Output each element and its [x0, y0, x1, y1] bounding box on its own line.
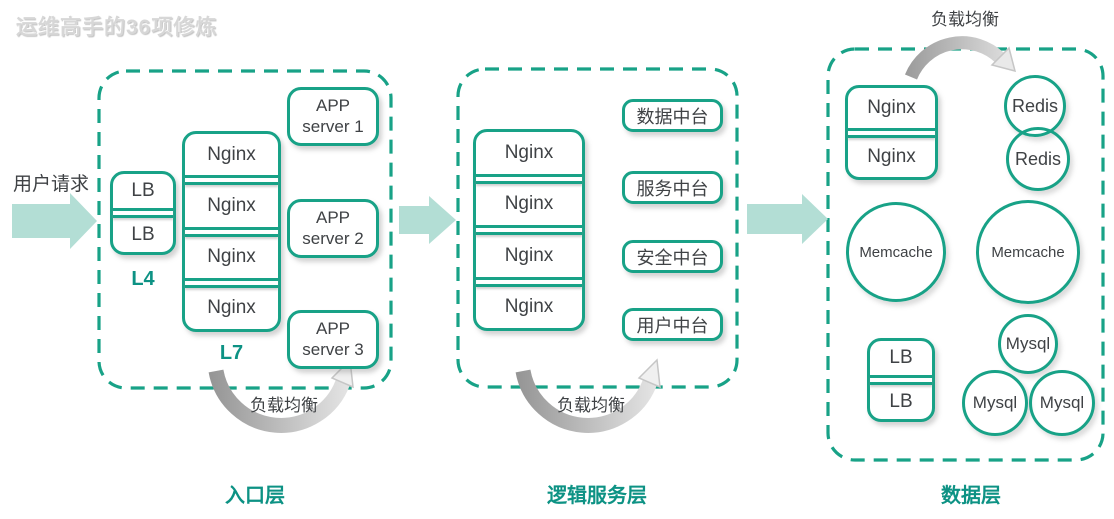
- app-server-2-node: APP server 2: [287, 199, 379, 258]
- platform-user-node: 用户中台: [622, 308, 723, 341]
- data-layer-title: 数据层: [941, 485, 1001, 507]
- stack-divider: [476, 173, 582, 184]
- app-server-line: server 2: [302, 228, 364, 248]
- load-balance-arc-logic: [515, 369, 658, 433]
- entry-nginx-stack: Nginx Nginx Nginx Nginx: [182, 131, 281, 332]
- data-load-balance-label: 负载均衡: [931, 10, 999, 29]
- entry-layer-border: [97, 69, 393, 390]
- watermark-text: 运维高手的36项修炼: [16, 16, 218, 39]
- redis-node: Redis: [1006, 127, 1070, 191]
- l4-label: L4: [131, 268, 155, 290]
- app-server-1-node: APP server 1: [287, 87, 379, 146]
- logic-load-balance-label: 负载均衡: [557, 396, 625, 415]
- app-server-3-node: APP server 3: [287, 310, 379, 369]
- nginx-node: Nginx: [504, 193, 554, 215]
- lb-node: LB: [131, 224, 155, 245]
- load-balance-arc-logic-arrowhead: [637, 358, 661, 389]
- flow-arrow-user-to-entry: [12, 193, 97, 249]
- stack-divider: [848, 127, 935, 138]
- stack-divider: [476, 276, 582, 287]
- logic-nginx-stack: Nginx Nginx Nginx Nginx: [473, 129, 585, 331]
- logic-layer-title: 逻辑服务层: [547, 485, 647, 507]
- memcache-node: Memcache: [846, 202, 946, 302]
- mysql-node: Mysql: [1029, 370, 1095, 436]
- app-server-line: APP: [315, 319, 351, 339]
- nginx-node: Nginx: [867, 96, 916, 118]
- nginx-node: Nginx: [504, 244, 554, 266]
- nginx-node: Nginx: [207, 194, 256, 216]
- platform-security-node: 安全中台: [622, 240, 723, 273]
- data-nginx-stack: Nginx Nginx: [845, 85, 938, 180]
- mysql-node: Mysql: [998, 314, 1058, 374]
- lb-node: LB: [889, 391, 913, 412]
- load-balance-arc-data-arrowhead: [990, 46, 1017, 73]
- lb-node: LB: [889, 347, 913, 368]
- entry-lb-stack: LB LB: [110, 171, 176, 255]
- nginx-node: Nginx: [207, 246, 256, 268]
- load-balance-arc-data: [904, 36, 1005, 80]
- app-server-line: APP: [315, 208, 351, 228]
- stack-divider: [185, 277, 278, 288]
- stack-divider: [870, 375, 932, 385]
- data-lb-stack: LB LB: [867, 338, 935, 422]
- flow-arrow-logic-to-data: [747, 194, 828, 244]
- entry-load-balance-label: 负载均衡: [250, 396, 318, 415]
- nginx-node: Nginx: [867, 146, 916, 168]
- entry-layer-title: 入口层: [225, 485, 285, 507]
- nginx-node: Nginx: [207, 143, 256, 165]
- lb-node: LB: [131, 180, 155, 201]
- flow-arrow-entry-to-logic: [399, 196, 456, 244]
- stack-divider: [185, 226, 278, 237]
- nginx-node: Nginx: [207, 297, 256, 319]
- memcache-node: Memcache: [976, 200, 1080, 304]
- app-server-line: APP: [315, 96, 351, 116]
- app-server-line: server 1: [302, 116, 364, 136]
- load-balance-arc-entry: [208, 369, 351, 433]
- stack-divider: [113, 208, 173, 218]
- stack-divider: [185, 175, 278, 186]
- data-layer-border: [826, 47, 1105, 462]
- nginx-node: Nginx: [504, 296, 554, 318]
- app-server-line: server 3: [302, 339, 364, 359]
- l7-label: L7: [219, 342, 244, 364]
- stack-divider: [476, 225, 582, 235]
- user-request-label: 用户请求: [12, 174, 89, 195]
- platform-data-node: 数据中台: [622, 99, 723, 132]
- mysql-node: Mysql: [962, 370, 1028, 436]
- logic-layer-border: [456, 67, 739, 389]
- nginx-node: Nginx: [504, 141, 554, 163]
- platform-service-node: 服务中台: [622, 171, 723, 204]
